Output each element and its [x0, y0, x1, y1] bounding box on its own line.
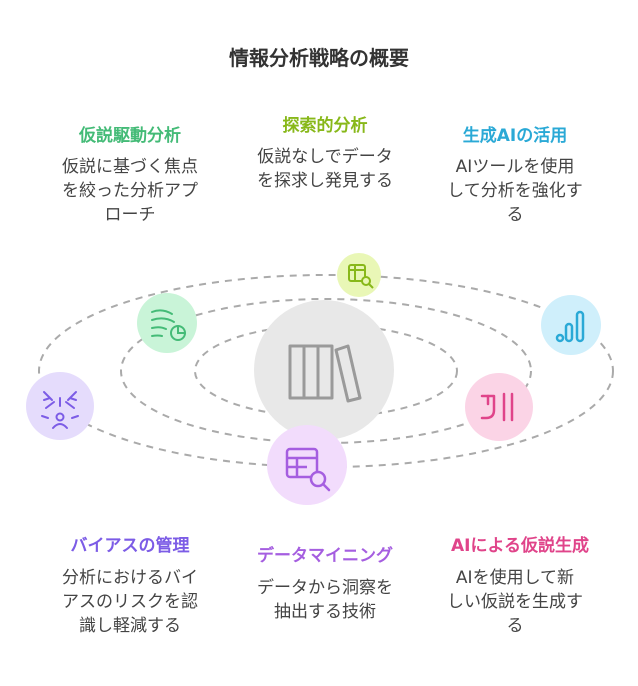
ai-logo-icon: [465, 373, 533, 441]
bar-signal-icon: [541, 295, 601, 355]
orbit-outer: [38, 274, 614, 468]
table-search-icon: [337, 253, 381, 297]
caption-genai: 生成AIの活用: [462, 126, 568, 146]
caption-ai-hypothesis: AIによる仮説生成: [451, 536, 589, 556]
caption-exploratory: 探索的分析: [282, 116, 368, 136]
caption-bias: バイアスの管理: [70, 536, 190, 556]
desc-bias: 分析におけるバイ アスのリスクを認 識し軽減する: [62, 568, 198, 636]
orbit-middle: [120, 298, 532, 444]
page-title: 情報分析戦略の概要: [229, 46, 409, 70]
desc-ai-hypothesis: AIを使用して新 しい仮説を生成す る: [447, 568, 583, 636]
user-network-icon: [26, 372, 94, 440]
book-columns-icon: [254, 300, 394, 440]
desc-mining: データから洞察を 抽出する技術: [257, 578, 393, 622]
desc-hypothesis-driven: 仮説に基づく焦点 を絞った分析アプ ローチ: [62, 157, 198, 225]
desc-exploratory: 仮説なしでデータ を探求し発見する: [257, 147, 393, 191]
table-search-icon: [267, 425, 347, 505]
desc-genai: AIツールを使用 して分析を強化す る: [447, 157, 583, 225]
caption-hypothesis-driven: 仮説駆動分析: [79, 126, 181, 146]
caption-mining: データマイニング: [257, 546, 393, 566]
wind-chart-icon: [137, 293, 197, 353]
